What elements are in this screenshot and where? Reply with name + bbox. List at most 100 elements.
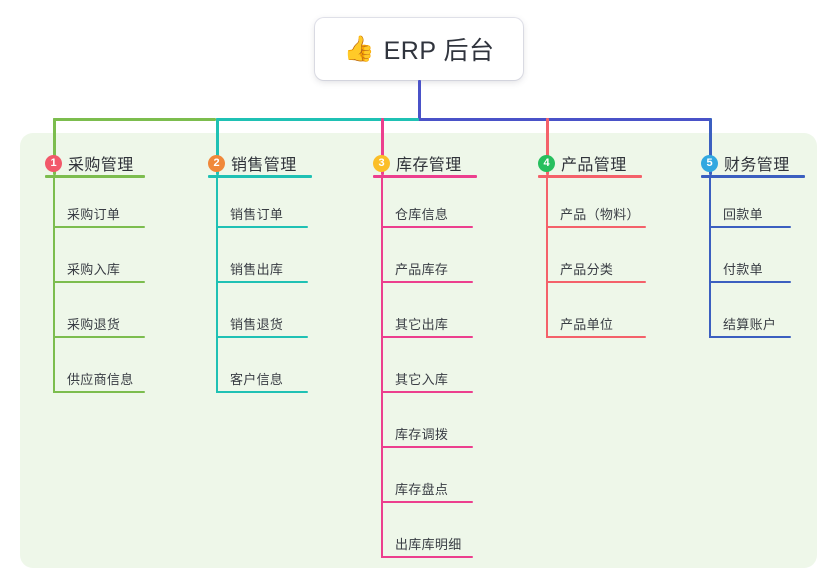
leaf-item-label: 销售出库 [230,262,284,277]
branch-spine-4 [546,178,548,338]
branch-title-2: 销售管理 [231,157,297,174]
branch-title-1: 采购管理 [68,157,134,174]
leaf-item-rule [546,226,646,228]
leaf-item[interactable]: 回款单 [701,194,807,228]
leaf-item-rule [381,336,473,338]
leaf-item-label: 采购退货 [67,317,121,332]
branch-spine-3 [381,178,383,558]
leaf-item[interactable]: 客户信息 [208,359,324,393]
leaf-item[interactable]: 产品（物料） [538,194,662,228]
leaf-item-label: 销售订单 [230,207,284,222]
leaf-item-rule [546,336,646,338]
root-node[interactable]: 👍 ERP 后台 [315,18,523,80]
leaf-item-rule [709,336,791,338]
leaf-item-label: 产品分类 [560,262,614,277]
leaf-item[interactable]: 采购退货 [45,304,161,338]
branch-spine-1 [53,178,55,393]
leaf-item-label: 产品库存 [395,262,449,277]
leaf-item-rule [216,281,308,283]
leaf-item[interactable]: 库存盘点 [373,469,489,503]
leaf-item-label: 产品单位 [560,317,614,332]
leaf-item-rule [381,446,473,448]
branch-title-4: 产品管理 [561,157,627,174]
leaf-item-label: 回款单 [723,207,763,222]
leaf-item[interactable]: 采购入库 [45,249,161,283]
branch-header-rule-3 [373,175,477,178]
branch-drop-connector-3 [381,118,384,175]
leaf-item[interactable]: 付款单 [701,249,807,283]
branch-header-rule-4 [538,175,642,178]
branch-number-badge-2: 2 [208,154,225,172]
leaf-item-label: 销售退货 [230,317,284,332]
branch-header-4[interactable]: 4 产品管理 [538,151,627,175]
leaf-item-label: 结算账户 [723,317,777,332]
leaf-item-rule [381,501,473,503]
leaf-item-rule [216,226,308,228]
leaf-item[interactable]: 产品单位 [538,304,662,338]
leaf-item-rule [53,281,145,283]
leaf-item-rule [709,281,791,283]
branch-spine-2 [216,178,218,393]
leaf-item[interactable]: 出库库明细 [373,524,489,558]
leaf-item[interactable]: 产品分类 [538,249,662,283]
leaf-item[interactable]: 其它出库 [373,304,489,338]
branch-number-badge-1: 1 [45,154,62,172]
leaf-item[interactable]: 仓库信息 [373,194,489,228]
leaf-item-label: 库存盘点 [395,482,449,497]
branch-drop-connector-1 [53,118,56,175]
leaf-item-rule [381,281,473,283]
leaf-item[interactable]: 采购订单 [45,194,161,228]
leaf-item[interactable]: 结算账户 [701,304,807,338]
leaf-item[interactable]: 销售订单 [208,194,324,228]
leaf-item-rule [381,391,473,393]
bus-segment-1 [53,118,216,121]
branch-drop-connector-2 [216,118,219,175]
thumbs-up-icon: 👍 [343,34,375,63]
root-node-title: ERP 后台 [383,37,495,65]
leaf-item-label: 仓库信息 [395,207,449,222]
leaf-item[interactable]: 产品库存 [373,249,489,283]
branch-number-badge-3: 3 [373,154,390,172]
branch-number-badge-4: 4 [538,154,555,172]
leaf-item-rule [709,226,791,228]
leaf-item-rule [216,391,308,393]
leaf-item-rule [381,226,473,228]
leaf-item[interactable]: 供应商信息 [45,359,161,393]
diagram-panel [20,133,817,568]
leaf-item-label: 出库库明细 [395,537,462,552]
bus-segment-2 [216,118,419,121]
leaf-item-rule [53,226,145,228]
leaf-item-label: 采购订单 [67,207,121,222]
leaf-item[interactable]: 销售出库 [208,249,324,283]
leaf-item-label: 库存调拨 [395,427,449,442]
leaf-item-label: 其它出库 [395,317,449,332]
leaf-item[interactable]: 其它入库 [373,359,489,393]
branch-header-1[interactable]: 1 采购管理 [45,151,134,175]
leaf-item-label: 付款单 [723,262,763,277]
branch-header-rule-2 [208,175,312,178]
leaf-item-rule [546,281,646,283]
root-stem-connector [418,80,421,121]
bus-segment-3 [419,118,711,121]
leaf-item-label: 产品（物料） [560,207,640,222]
branch-title-3: 库存管理 [396,157,462,174]
branch-header-3[interactable]: 3 库存管理 [373,151,462,175]
branch-spine-5 [709,178,711,338]
branch-header-rule-1 [45,175,145,178]
branch-drop-connector-4 [546,118,549,175]
leaf-item-rule [381,556,473,558]
leaf-item[interactable]: 销售退货 [208,304,324,338]
branch-header-rule-5 [701,175,805,178]
leaf-item-rule [216,336,308,338]
branch-header-2[interactable]: 2 销售管理 [208,151,297,175]
leaf-item[interactable]: 库存调拨 [373,414,489,448]
branch-title-5: 财务管理 [724,157,790,174]
leaf-item-label: 供应商信息 [67,372,134,387]
leaf-item-label: 其它入库 [395,372,449,387]
branch-drop-connector-5 [709,118,712,175]
leaf-item-label: 采购入库 [67,262,121,277]
leaf-item-rule [53,391,145,393]
leaf-item-label: 客户信息 [230,372,284,387]
